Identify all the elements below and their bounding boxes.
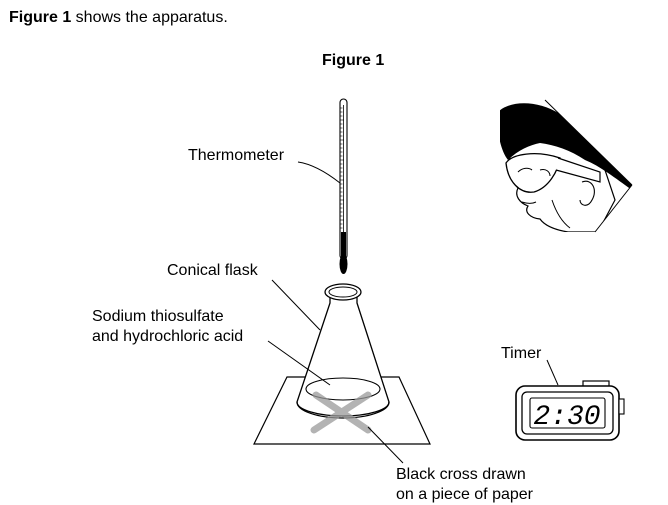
leader-lines bbox=[267, 161, 559, 464]
timer-display: 2:30 bbox=[533, 402, 600, 433]
liquid-surface bbox=[305, 377, 381, 401]
solution-label-line1: Sodium thiosulfate bbox=[92, 308, 224, 325]
timer-label: Timer bbox=[501, 345, 542, 362]
black-cross bbox=[310, 391, 372, 434]
thermometer-leader bbox=[297, 161, 341, 184]
thermometer bbox=[339, 98, 348, 274]
flask-leader bbox=[271, 279, 321, 331]
intro-figure-ref: Figure 1 bbox=[9, 9, 72, 26]
conical-flask bbox=[296, 283, 390, 419]
solution-leader bbox=[267, 340, 331, 386]
cross-label-line2: on a piece of paper bbox=[396, 486, 533, 503]
intro-sentence: Figure 1 shows the apparatus. bbox=[9, 8, 228, 28]
cross-label-line1: Black cross drawn bbox=[396, 466, 526, 483]
conical-flask-label: Conical flask bbox=[167, 262, 258, 279]
intro-text: shows the apparatus. bbox=[71, 9, 228, 26]
figure-title: Figure 1 bbox=[322, 52, 385, 69]
digital-timer: 2:30 bbox=[515, 380, 625, 441]
cross-leader bbox=[367, 426, 404, 464]
timer-leader bbox=[546, 359, 559, 386]
solution-label-line2: and hydrochloric acid bbox=[92, 328, 244, 345]
observer-head bbox=[500, 99, 633, 233]
thermometer-label: Thermometer bbox=[188, 147, 285, 164]
